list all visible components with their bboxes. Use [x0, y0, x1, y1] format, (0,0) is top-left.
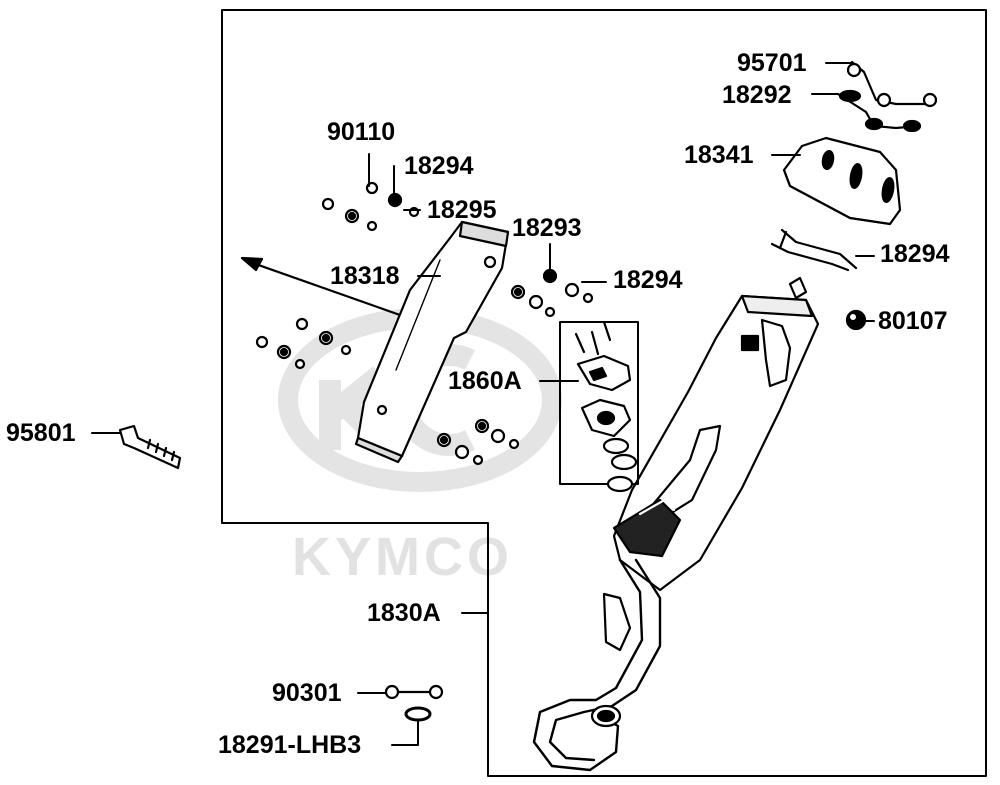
nut-80107 — [845, 309, 867, 331]
callout-18294-a: 18294 — [404, 152, 474, 180]
callout-1860A: 1860A — [448, 367, 522, 395]
callout-80107: 80107 — [878, 307, 948, 335]
callout-18291-LHB3: 18291-LHB3 — [218, 731, 362, 759]
frame-border — [221, 9, 987, 777]
callout-95701: 95701 — [737, 49, 807, 77]
callout-95801: 95801 — [6, 419, 76, 447]
callout-90110: 90110 — [327, 118, 396, 146]
bracket-box-1860A — [559, 321, 639, 485]
callout-18294-c: 18294 — [613, 266, 683, 294]
washers-left-group — [255, 181, 420, 370]
bolt-95701 — [850, 60, 932, 106]
callout-18318: 18318 — [330, 262, 400, 290]
heat-shield-18318 — [356, 220, 510, 458]
direction-arrowhead — [240, 256, 264, 272]
direction-arrow — [248, 260, 402, 317]
callout-18293: 18293 — [512, 214, 582, 242]
callout-90301: 90301 — [272, 679, 342, 707]
callout-18294-b: 18294 — [880, 240, 950, 268]
kymco-watermark-text: KYMCO — [292, 527, 513, 587]
gasket-18291-LHB3 — [404, 706, 432, 722]
callout-18295: 18295 — [427, 196, 497, 224]
callout-1830A: 1830A — [367, 599, 441, 627]
callout-18292: 18292 — [722, 81, 792, 109]
muffler-cover-18341 — [782, 136, 902, 226]
callout-18341: 18341 — [684, 141, 754, 169]
leader-lines — [91, 62, 875, 746]
bolt-95801 — [118, 424, 182, 470]
washers-middle-group — [436, 268, 594, 466]
